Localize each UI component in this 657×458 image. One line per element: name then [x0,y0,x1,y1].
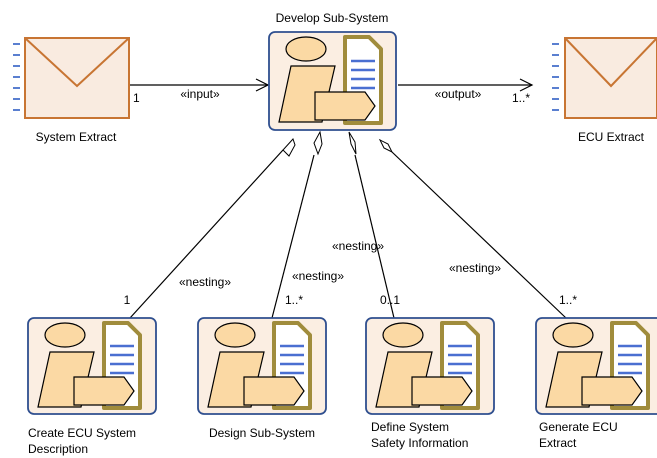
nesting-multiplicity-2: 1..* [285,293,303,307]
nesting-connector-2 [271,130,323,319]
nested-task-4-label-line-2: Extract [539,436,577,450]
central-task-icon [268,31,397,131]
nesting-connector-3 [348,131,395,319]
nested-task-1-icon [27,317,157,415]
nested-task-3-icon [365,317,495,415]
nesting-multiplicity-1: 1 [124,293,131,307]
nesting-multiplicity-3: 0..1 [380,293,400,307]
nested-task-4-icon [535,317,657,415]
nesting-connector-4 [378,138,567,319]
nesting-stereotype-4: «nesting» [449,261,501,275]
output-artifact-label: ECU Extract [578,130,645,144]
nested-task-1-label-line-2: Description [28,442,88,456]
nested-task-3-label-line-2: Safety Information [371,436,468,450]
nesting-multiplicity-4: 1..* [559,293,577,307]
nested-task-2-icon [197,317,327,415]
input-artifact-label: System Extract [36,130,117,144]
nested-task-4-label-line-1: Generate ECU [539,420,618,434]
input-multiplicity: 1 [133,91,140,105]
central-task-label: Develop Sub-System [276,11,389,25]
output-artifact-envelope-icon [552,37,657,119]
input-artifact-envelope-icon [13,37,130,119]
nesting-stereotype-1: «nesting» [179,275,231,289]
input-stereotype: «input» [180,87,220,101]
nested-task-3-label-line-1: Define System [371,420,449,434]
nested-task-1-label-line-1: Create ECU System [28,426,136,440]
output-stereotype: «output» [435,87,482,101]
output-connector [398,78,534,92]
nesting-stereotype-3: «nesting» [332,239,384,253]
nesting-connector-1 [129,138,296,319]
output-multiplicity: 1..* [512,91,530,105]
input-connector [130,78,270,92]
nested-task-2-label-line-1: Design Sub-System [209,426,315,440]
nesting-stereotype-2: «nesting» [292,269,344,283]
